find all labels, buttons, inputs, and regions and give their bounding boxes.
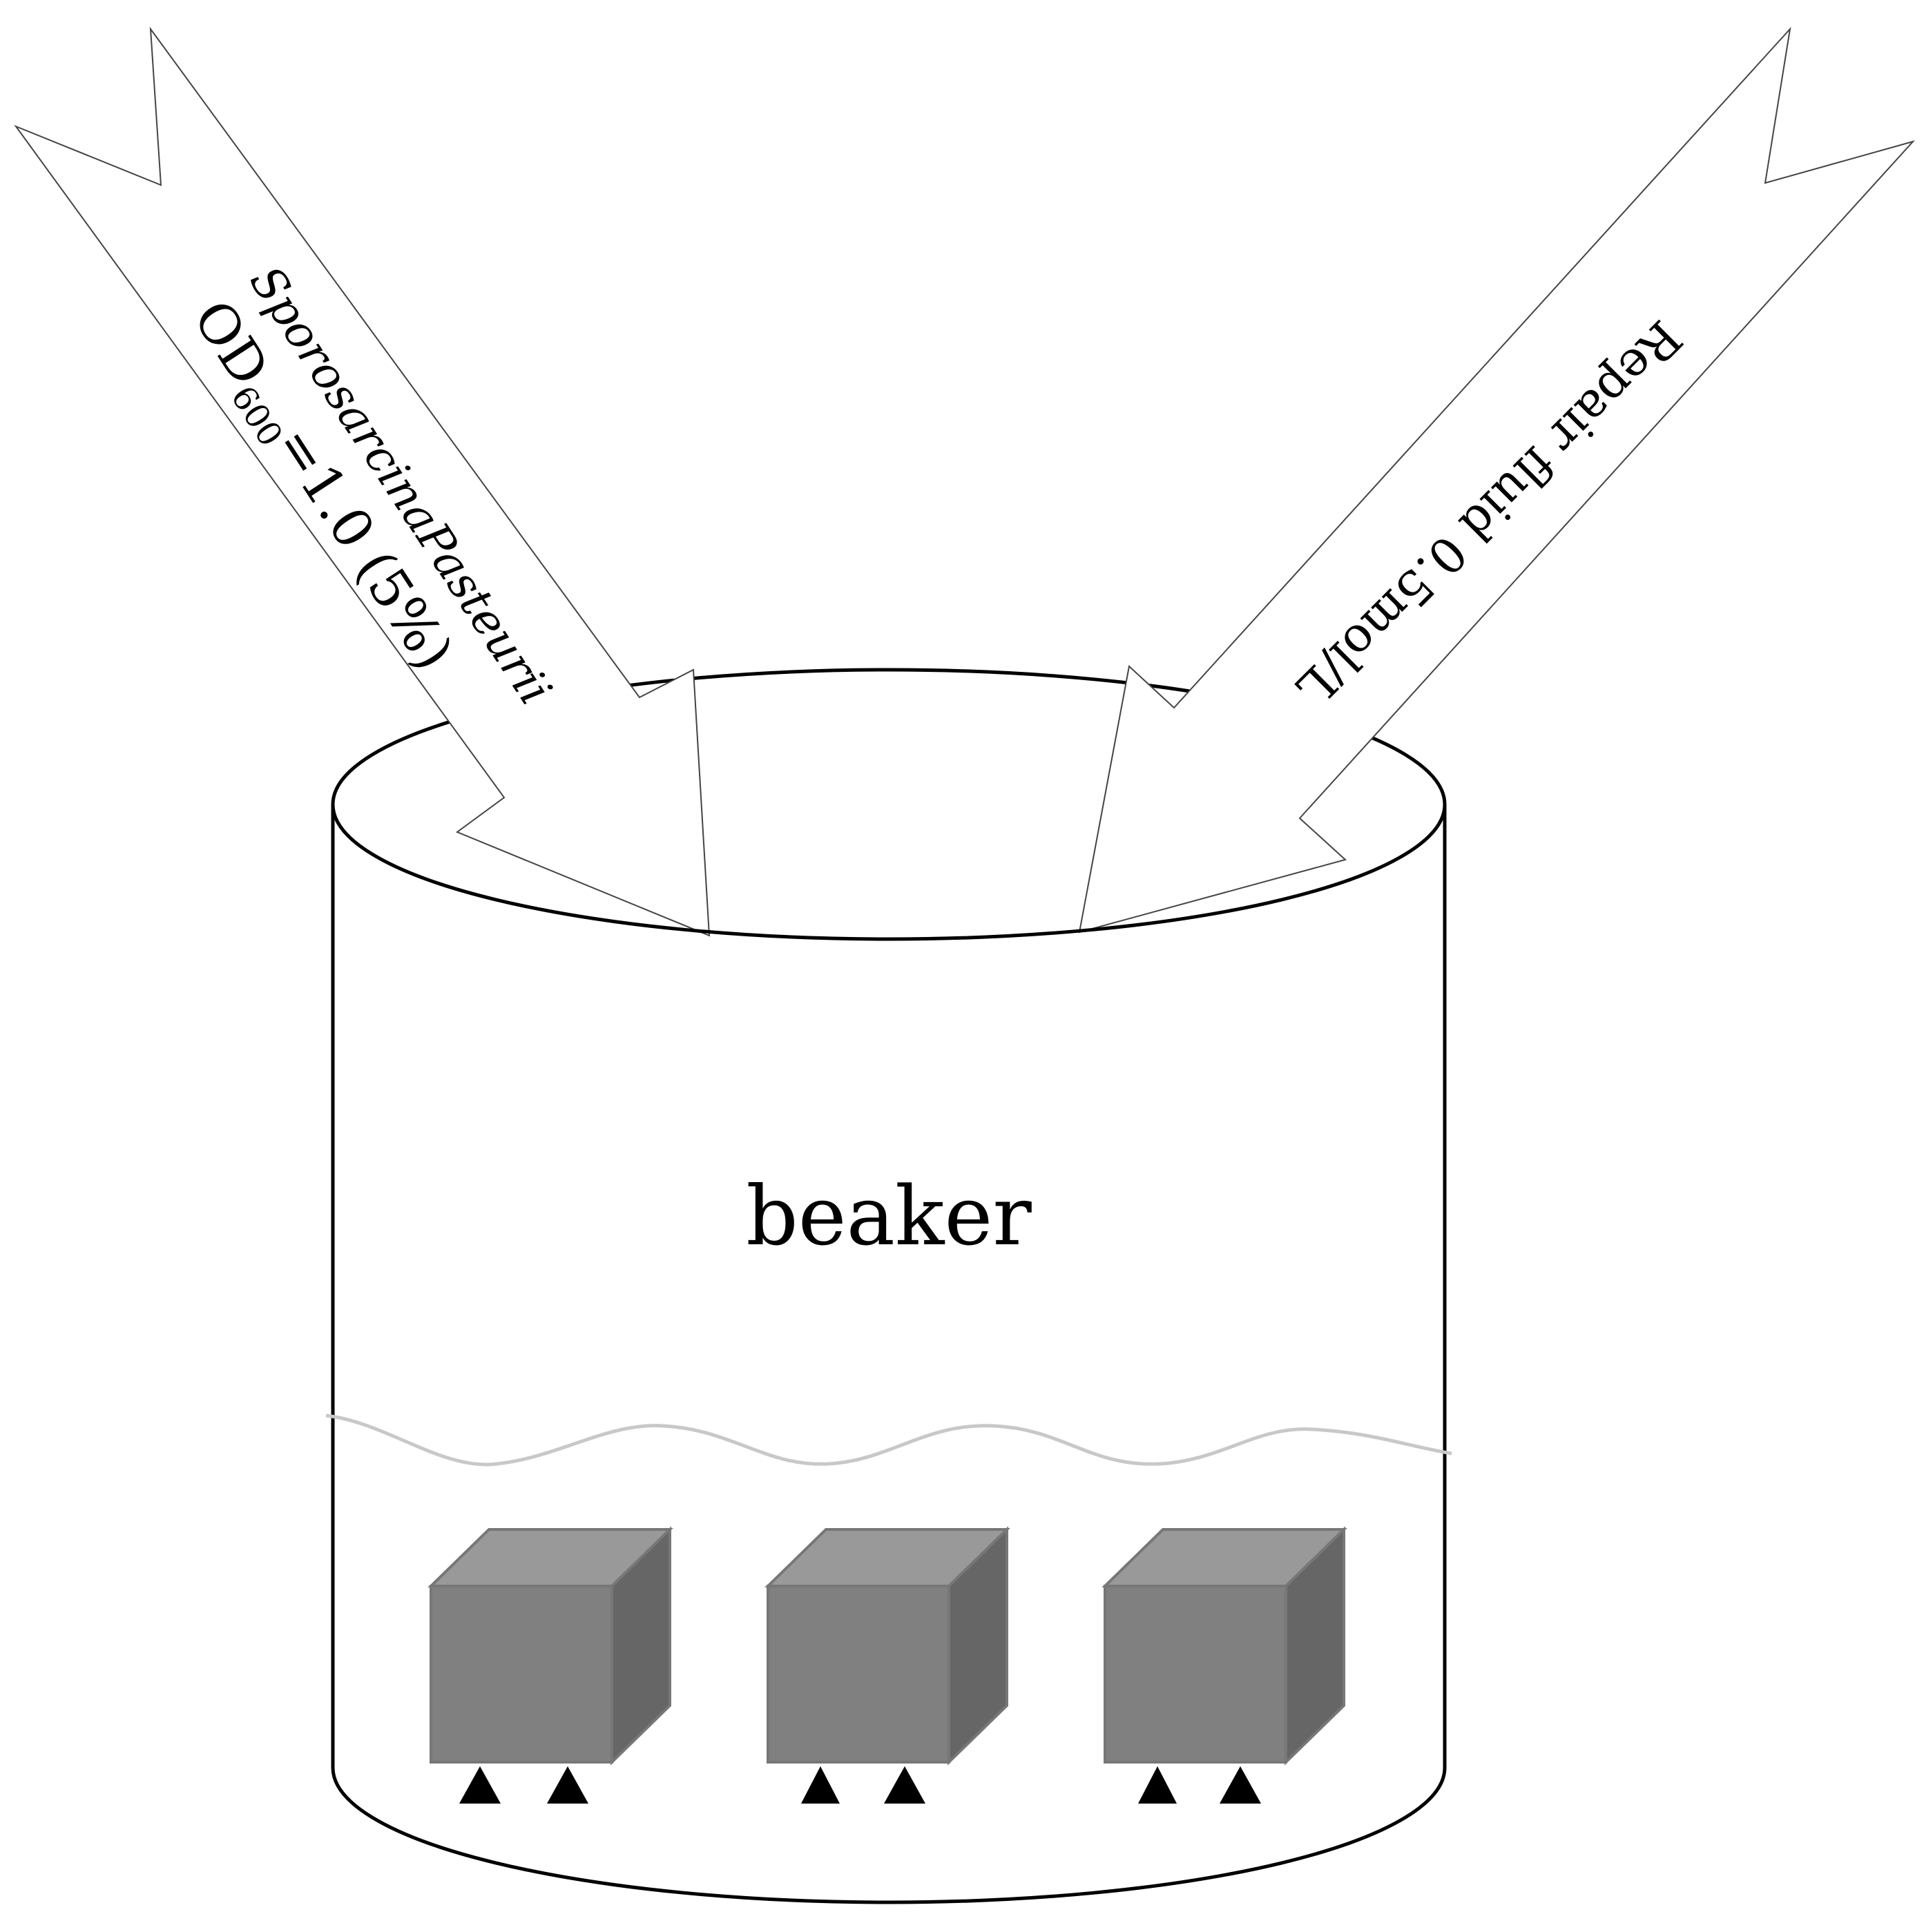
bacteria-input-arrow: SporosarcinaPasteurii OD600=1.0 (5%) (14, 26, 711, 937)
beaker (331, 668, 1447, 1904)
block-front-face (430, 1585, 613, 1764)
beaker-back-rim (331, 668, 1447, 805)
beaker-front-rim (331, 804, 1447, 941)
beaker-body-outline (331, 804, 1447, 1904)
block-front-face (767, 1585, 950, 1764)
repair-fluid-arrow-shape (1078, 26, 1916, 934)
block-front-face (1104, 1585, 1287, 1764)
block-support-triangle (1220, 1766, 1261, 1804)
block-support-triangle (547, 1766, 588, 1804)
solution-surface-line (325, 1413, 1452, 1467)
block-support-triangle (1138, 1766, 1177, 1804)
beaker-label: beaker (746, 1168, 1032, 1264)
block-support-triangle (801, 1766, 840, 1804)
bacteria-arrow-shape (14, 26, 711, 937)
block-support-triangle (459, 1766, 501, 1804)
specimen-block-1 (427, 1526, 673, 1804)
repair-fluid-input-arrow: Repair fluid 0.5mol/L (1078, 26, 1916, 934)
block-support-triangle (884, 1766, 925, 1804)
specimen-block-3 (1102, 1526, 1347, 1804)
specimen-block-2 (764, 1526, 1010, 1804)
